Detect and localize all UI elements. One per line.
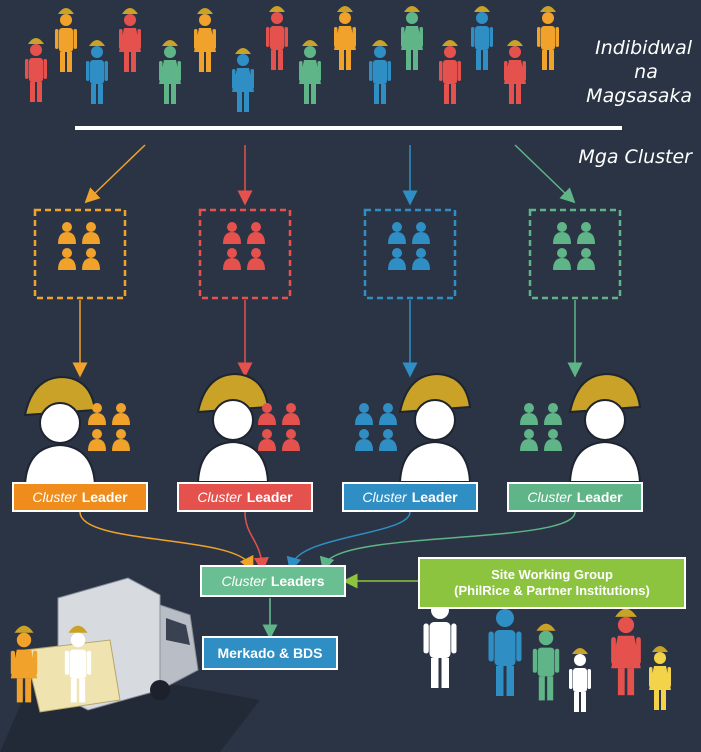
individual-farmers-group — [25, 6, 559, 112]
individual-label-line1: Indibidwal — [595, 37, 692, 59]
swg-member-figure-4 — [569, 648, 591, 712]
leader-1-figure — [23, 375, 97, 486]
site-working-group-box: Site Working Group (PhilRice & Partner I… — [418, 557, 686, 609]
farmer-figure-2 — [55, 8, 77, 72]
farmer-figure-14 — [471, 6, 493, 70]
leader-3-text: Leader — [411, 489, 458, 505]
swg-member-figure-3 — [532, 623, 560, 701]
individual-farmers-label: Indibidwal na Magsasaka — [560, 36, 692, 108]
cluster-group-icon-4 — [553, 222, 595, 270]
farmer-figure-3 — [86, 40, 108, 104]
farmer-figure-11 — [369, 40, 391, 104]
leader-4-group-icon — [520, 403, 562, 451]
swg-line2: (PhilRice & Partner Institutions) — [454, 583, 650, 598]
farmer-figure-6 — [194, 8, 216, 72]
farmer-figure-15 — [504, 40, 526, 104]
swg-member-figure-2 — [488, 600, 522, 696]
individual-label-line2: na — [634, 61, 658, 83]
cluster-box-1 — [33, 208, 127, 300]
swg-line1: Site Working Group — [491, 567, 613, 582]
cluster-group-icon-1 — [58, 222, 100, 270]
farmer-figure-1 — [25, 38, 47, 102]
cluster-leaders-text: Leaders — [270, 573, 325, 589]
market-woman-figure — [10, 625, 38, 703]
curve-leader4 — [319, 511, 576, 573]
cluster-box-3 — [363, 208, 457, 300]
curve-leader3 — [286, 511, 411, 573]
market-bds-box: Merkado & BDS — [202, 636, 338, 670]
swg-member-figure-1 — [423, 592, 457, 688]
farmer-figure-13 — [439, 40, 461, 104]
individual-label-line3: Magsasaka — [586, 85, 692, 107]
farmer-figure-12 — [401, 6, 423, 70]
farmer-figure-16 — [537, 6, 559, 70]
leader-1-italic: Cluster — [32, 489, 77, 505]
leader-4-text: Leader — [576, 489, 623, 505]
leader-2-italic: Cluster — [197, 489, 242, 505]
farmer-figure-4 — [119, 8, 141, 72]
leader-illustrations-group — [23, 372, 642, 486]
leader-2-text: Leader — [246, 489, 293, 505]
arrow-to-cluster-4 — [514, 144, 576, 204]
clusters-label: Mga Cluster — [578, 146, 692, 168]
leader-1-text: Leader — [81, 489, 128, 505]
leader-1-group-icon — [88, 403, 130, 451]
leader-4-italic: Cluster — [527, 489, 572, 505]
leader-3-italic: Cluster — [362, 489, 407, 505]
swg-member-figure-6 — [649, 646, 671, 710]
farmer-figure-9 — [299, 40, 321, 104]
leader-2-group-icon — [258, 403, 300, 451]
arrow-to-cluster-1 — [84, 144, 146, 204]
bottom-illustrations-group — [0, 577, 671, 752]
leader-3-group-icon — [355, 403, 397, 451]
farmer-figure-8 — [266, 6, 288, 70]
cluster-boxes-group — [33, 208, 622, 300]
curve-leader1 — [79, 511, 254, 572]
leader-4-figure — [568, 372, 642, 483]
leader-3-figure — [398, 372, 472, 483]
cluster-box-4 — [528, 208, 622, 300]
farmer-figure-7 — [232, 48, 254, 112]
swg-member-figure-5 — [611, 608, 641, 696]
cluster-group-icon-2 — [223, 222, 265, 270]
leader-2-figure — [196, 372, 270, 483]
cluster-group-icon-3 — [388, 222, 430, 270]
curve-leader2 — [244, 511, 269, 573]
cluster-box-2 — [198, 208, 292, 300]
farmer-figure-5 — [159, 40, 181, 104]
market-man-figure — [64, 625, 92, 703]
market-bds-text: Merkado & BDS — [217, 645, 323, 661]
farmer-figure-10 — [334, 6, 356, 70]
cluster-leaders-italic: Cluster — [221, 573, 266, 589]
